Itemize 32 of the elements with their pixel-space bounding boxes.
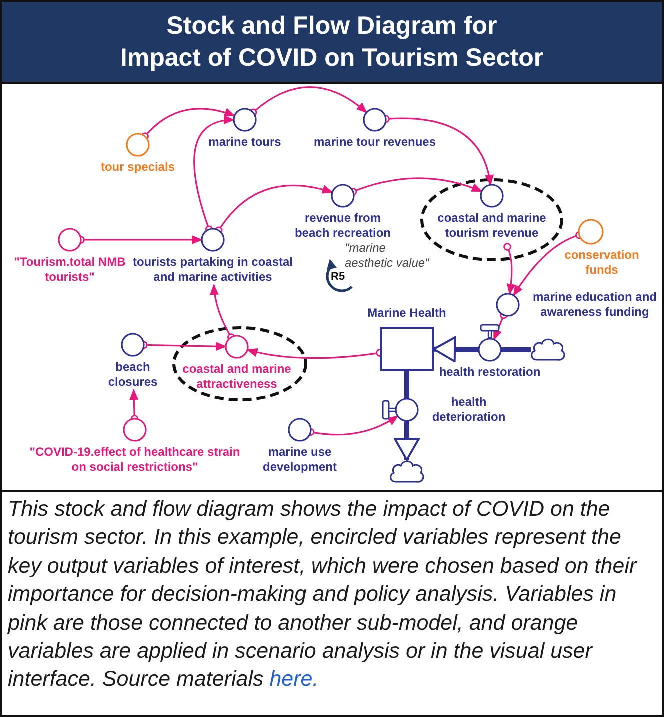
variable-label: marine education and awareness funding — [532, 290, 658, 320]
variable-label: health restoration — [439, 365, 541, 380]
loop-label: R5 — [331, 271, 346, 283]
variable-label: "Tourism.total NMB tourists" — [13, 255, 127, 285]
link-arrow — [504, 243, 516, 296]
variable-label: "COVID-19.effect of healthcare strain on social restrictions" — [28, 445, 242, 475]
stock-label: Marine Health — [368, 306, 446, 321]
variable-label: marine tour revenues — [314, 135, 436, 150]
caption: This stock and flow diagram shows the impact of COVID on the tourism sector. In this example, encircled variables represent the key output variables of interest, which were chosen based on their importance for decision-making and policy analysis. Variables in pink are those connected to another sub-model, and orange variables are applied in scenario analysis or in the visual user interface. Source materials here. — [8, 496, 638, 694]
link-arrow — [214, 184, 334, 235]
title: Stock and Flow Diagram for Impact of COVID on Tourism Sector — [120, 11, 544, 74]
variable-label: tour specials — [100, 160, 176, 175]
flow-pipe — [433, 336, 480, 363]
link-arrow — [249, 86, 368, 117]
link-arrow — [141, 108, 236, 140]
variable-label: revenue from beach recreation — [294, 211, 392, 241]
loop-name: "marine aesthetic value" — [345, 241, 431, 271]
variable-label: tourists partaking in coastal and marine activities — [132, 255, 294, 285]
variable-label: beach closures — [107, 360, 159, 390]
source-link: here. — [270, 667, 319, 692]
cloud-symbol — [388, 458, 426, 486]
variable-label: marine use development — [262, 445, 338, 475]
flow-pipe — [394, 421, 420, 461]
variable-label: coastal and marine attractiveness — [182, 362, 292, 392]
variable-label: marine tours — [208, 135, 282, 150]
flow-pipe — [404, 371, 410, 399]
variable-label: conservation funds — [564, 248, 640, 278]
variable-label: coastal and marine tourism revenue — [436, 211, 548, 241]
flow-pipe — [501, 348, 531, 352]
variable-label: health deterioration — [431, 395, 507, 425]
cloud-symbol — [529, 336, 567, 364]
link-arrow — [210, 284, 236, 342]
